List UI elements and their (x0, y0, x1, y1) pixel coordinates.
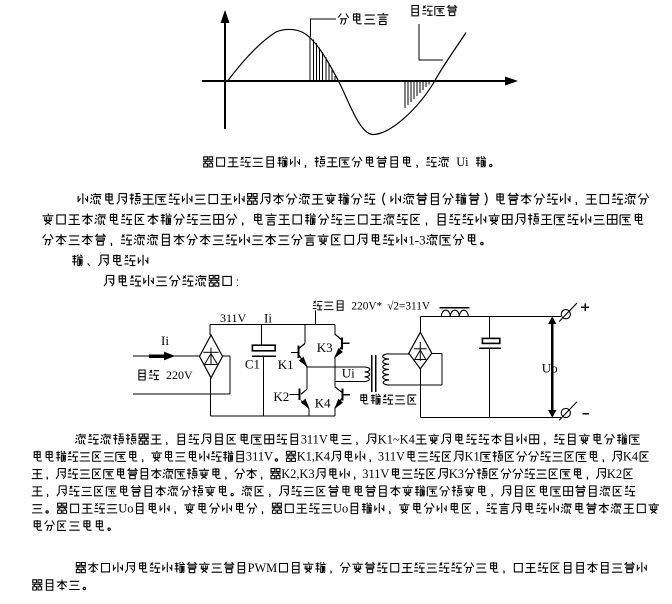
svg-text:311V: 311V (220, 311, 247, 325)
svg-text:K4: K4 (623, 450, 638, 464)
svg-text:Ii: Ii (264, 311, 272, 326)
svg-text:K2: K2 (607, 467, 622, 481)
svg-text:Uo: Uo (118, 502, 133, 516)
svg-text:Ii: Ii (161, 333, 169, 348)
svg-text:311V: 311V (378, 450, 405, 464)
svg-text:Ui: Ui (342, 366, 355, 381)
svg-text:K1~K4: K1~K4 (378, 432, 415, 446)
svg-text:K2: K2 (273, 389, 289, 404)
svg-text:K1: K1 (278, 357, 294, 372)
svg-text:220V: 220V (166, 368, 193, 382)
svg-text:C1: C1 (245, 357, 260, 372)
svg-text:1-3: 1-3 (408, 232, 426, 247)
svg-text:311V: 311V (246, 450, 273, 464)
svg-text:Uo: Uo (542, 361, 558, 376)
svg-text:311V: 311V (301, 432, 328, 446)
svg-text:K3: K3 (449, 467, 464, 481)
svg-text:K1,K4: K1,K4 (297, 450, 330, 464)
svg-text:√2=311V: √2=311V (387, 300, 431, 312)
svg-text:K4: K4 (315, 395, 331, 410)
svg-text:K3: K3 (317, 340, 333, 355)
svg-text:PWM: PWM (248, 561, 278, 575)
svg-text:Ui: Ui (456, 155, 469, 169)
svg-text:K2,K3: K2,K3 (281, 467, 314, 481)
svg-text:Uo: Uo (333, 502, 348, 516)
svg-text:K1: K1 (465, 450, 480, 464)
svg-text:311V: 311V (362, 467, 389, 481)
svg-text:220V*: 220V* (351, 300, 382, 312)
